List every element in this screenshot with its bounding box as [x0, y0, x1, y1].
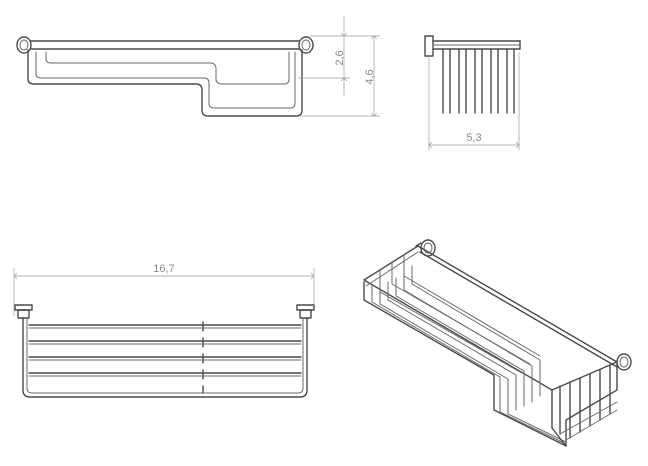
inner-height-label: 2,6: [334, 50, 346, 65]
isometric-view: [363, 239, 632, 447]
right-wall-mount: [298, 36, 314, 54]
top-horizontal-wires: [28, 324, 302, 377]
top-right-mount: [296, 304, 315, 319]
side-vertical-wires: [442, 48, 515, 114]
width-dimension: 16,7: [13, 263, 315, 316]
side-view: [424, 35, 521, 114]
iso-right-mount: [616, 353, 632, 371]
front-view: [16, 36, 314, 117]
height-dimensions: 2,6 4,6: [298, 16, 380, 117]
top-left-mount: [14, 304, 33, 319]
width-label: 16,7: [153, 263, 174, 275]
left-wall-mount: [16, 36, 32, 54]
total-height-label: 4,6: [364, 69, 376, 84]
depth-label: 5,3: [466, 132, 481, 144]
depth-dimension: 5,3: [428, 52, 520, 150]
top-view: [14, 304, 315, 398]
